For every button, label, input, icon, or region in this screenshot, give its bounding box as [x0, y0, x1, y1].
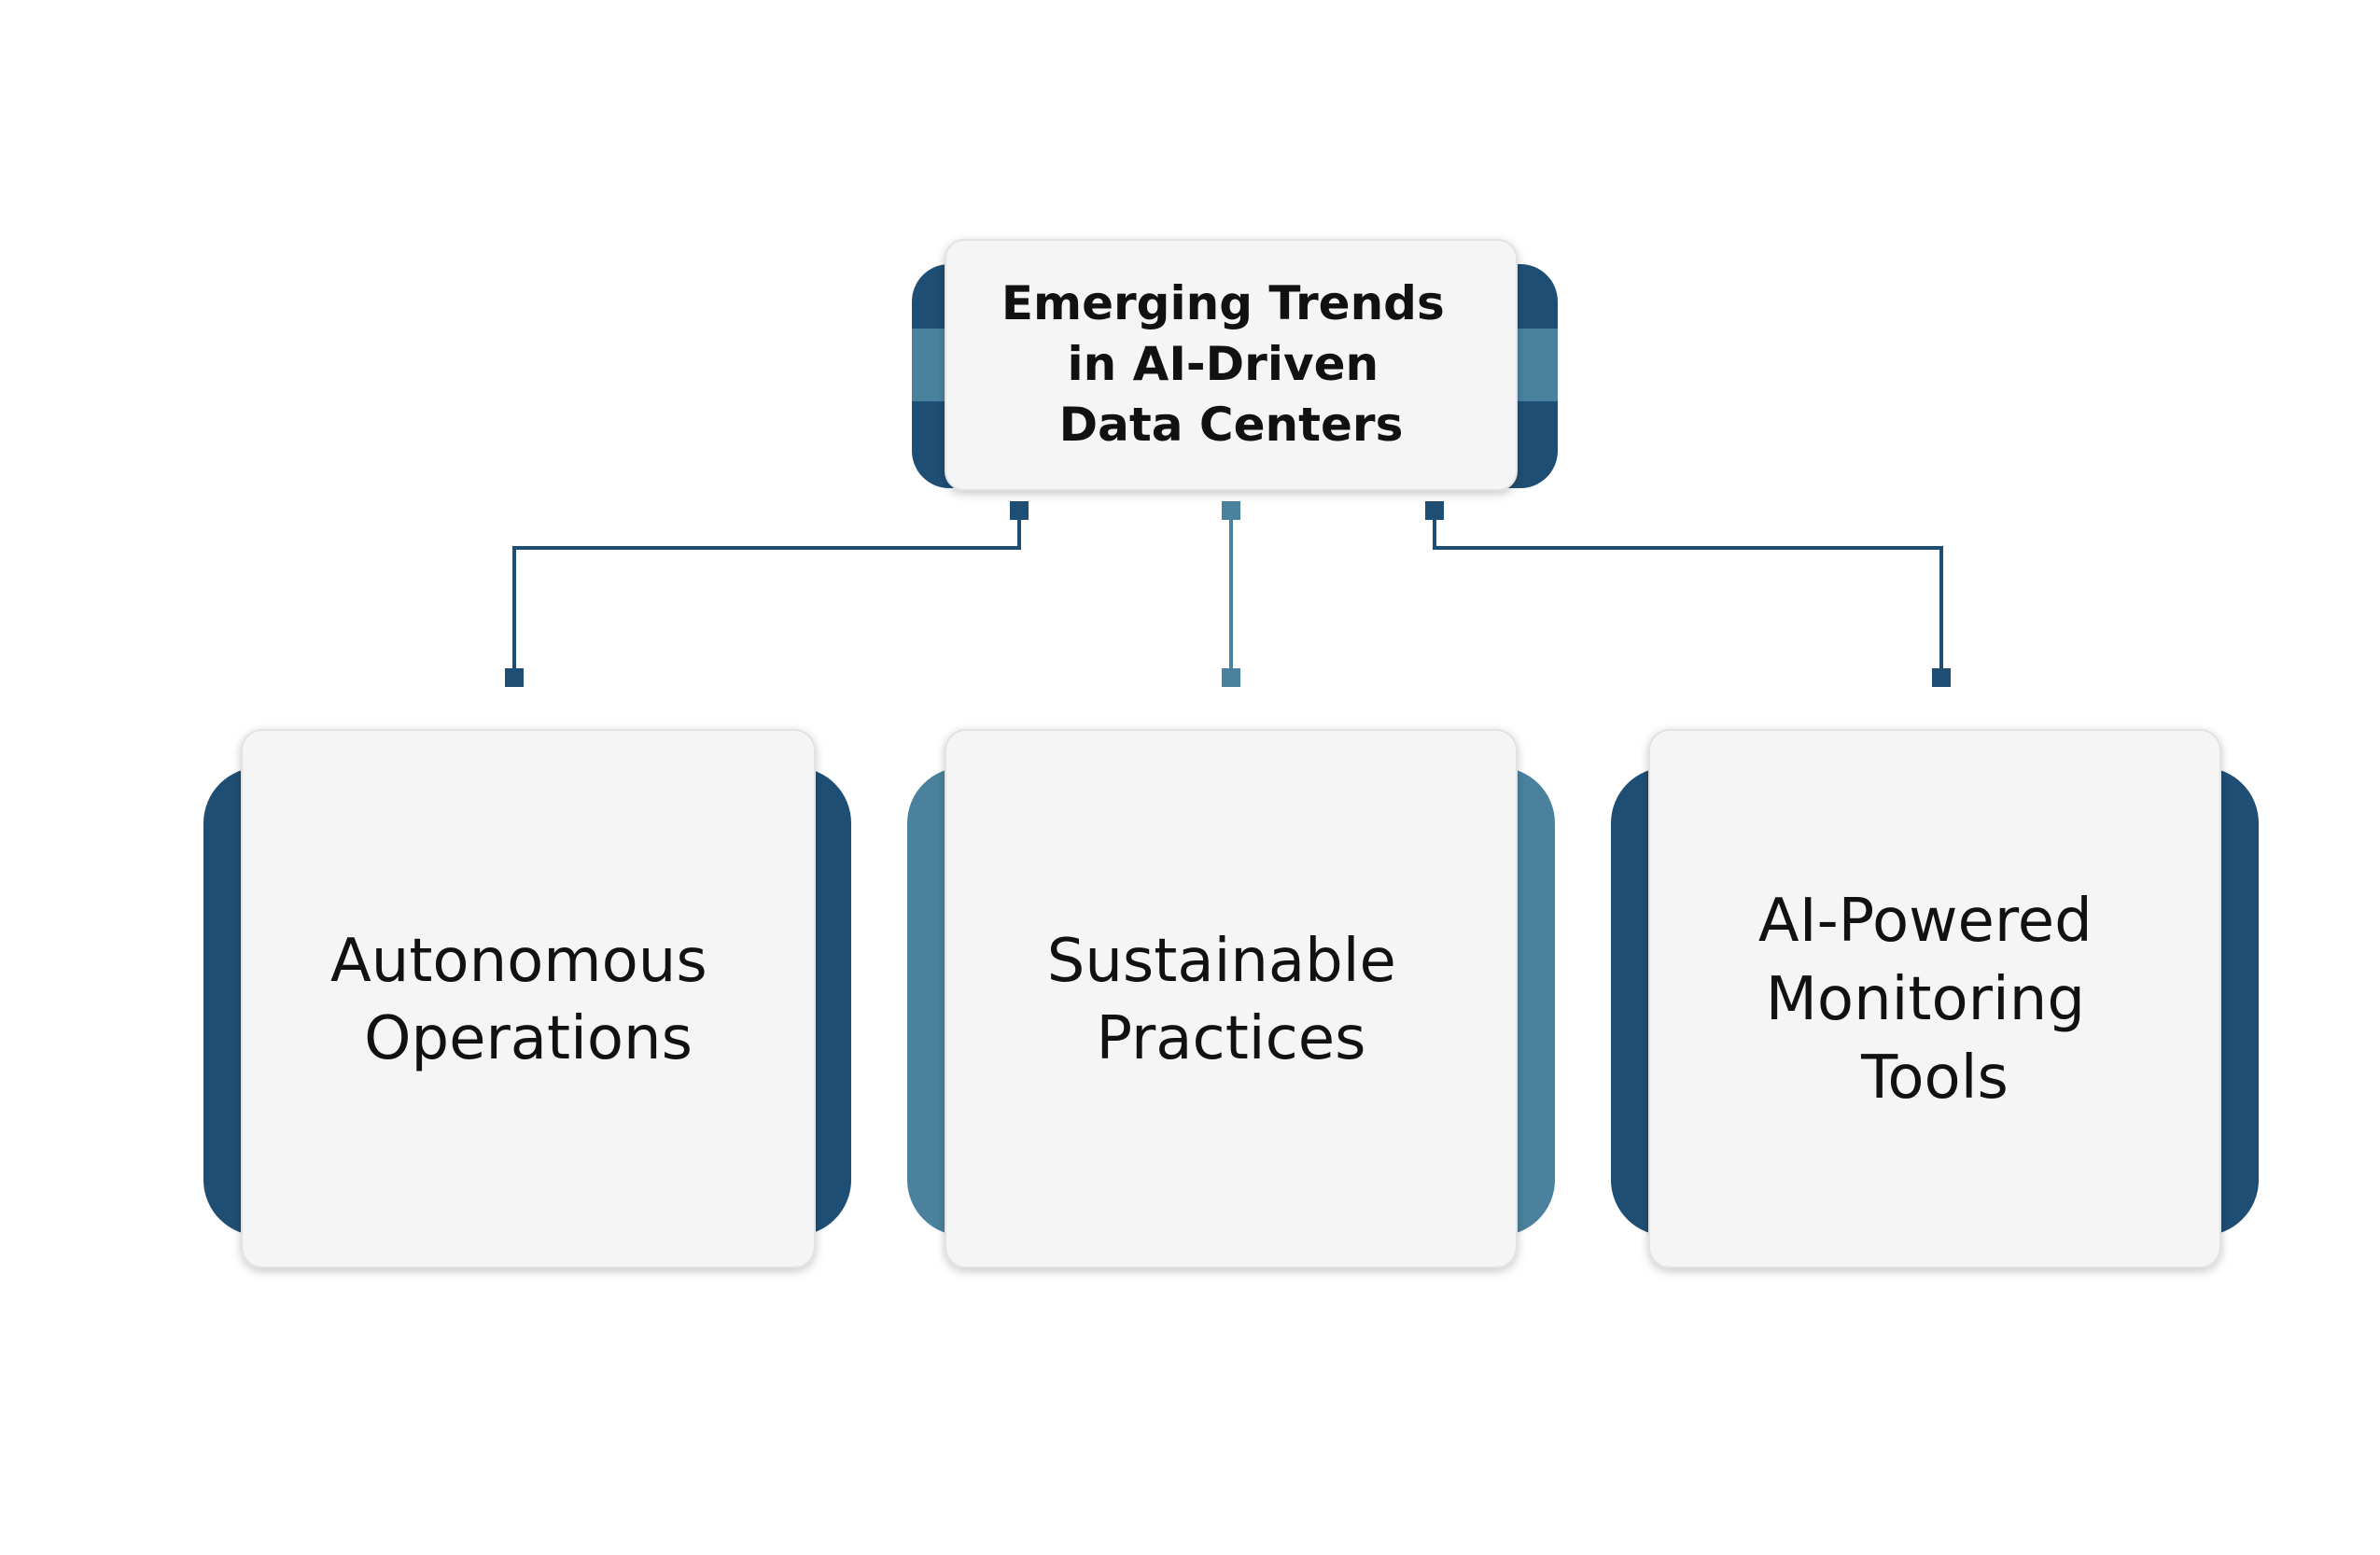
connector-right-start-node	[1425, 501, 1444, 520]
child-2-card	[945, 729, 1518, 1268]
child-3-label-line-1: AI-Powered	[1758, 887, 2093, 956]
child-3-label: AI-Powered Monitoring Tools	[1758, 887, 2111, 1113]
child-node-sustainable-practices: Sustainable Practices	[907, 729, 1555, 1268]
child-1-label-line-1: Autonomous	[330, 927, 707, 996]
connector-center-start-node	[1222, 501, 1240, 520]
child-3-label-line-2: Monitoring	[1766, 965, 2085, 1034]
root-title-line-3: Data Centers	[1059, 398, 1404, 452]
connector-right-end-node	[1932, 668, 1951, 687]
connector-center-end-node	[1222, 668, 1240, 687]
root-title: Emerging Trends in AI-Driven Data Center…	[1001, 276, 1461, 452]
child-2-label: Sustainable Practices	[1047, 927, 1416, 1073]
root-title-line-2: in AI-Driven	[1067, 337, 1379, 391]
connector-left	[505, 501, 1029, 687]
child-1-label: Autonomous Operations	[330, 927, 726, 1073]
child-2-label-line-1: Sustainable	[1047, 927, 1396, 996]
child-2-label-line-2: Practices	[1097, 1004, 1366, 1073]
child-node-ai-powered-monitoring-tools: AI-Powered Monitoring Tools	[1611, 729, 2259, 1268]
connector-left-start-node	[1010, 501, 1029, 520]
child-1-card	[241, 729, 816, 1268]
child-3-label-line-3: Tools	[1860, 1044, 2009, 1113]
root-title-line-1: Emerging Trends	[1001, 276, 1445, 330]
root-node: Emerging Trends in AI-Driven Data Center…	[912, 239, 1558, 491]
connector-right	[1425, 501, 1951, 687]
child-node-autonomous-operations: Autonomous Operations	[203, 729, 851, 1268]
connectors	[505, 501, 1951, 687]
child-3-card	[1648, 729, 2221, 1268]
root-card	[945, 239, 1518, 491]
child-1-label-line-2: Operations	[364, 1004, 693, 1073]
connector-left-end-node	[505, 668, 524, 687]
connector-center	[1222, 501, 1240, 687]
